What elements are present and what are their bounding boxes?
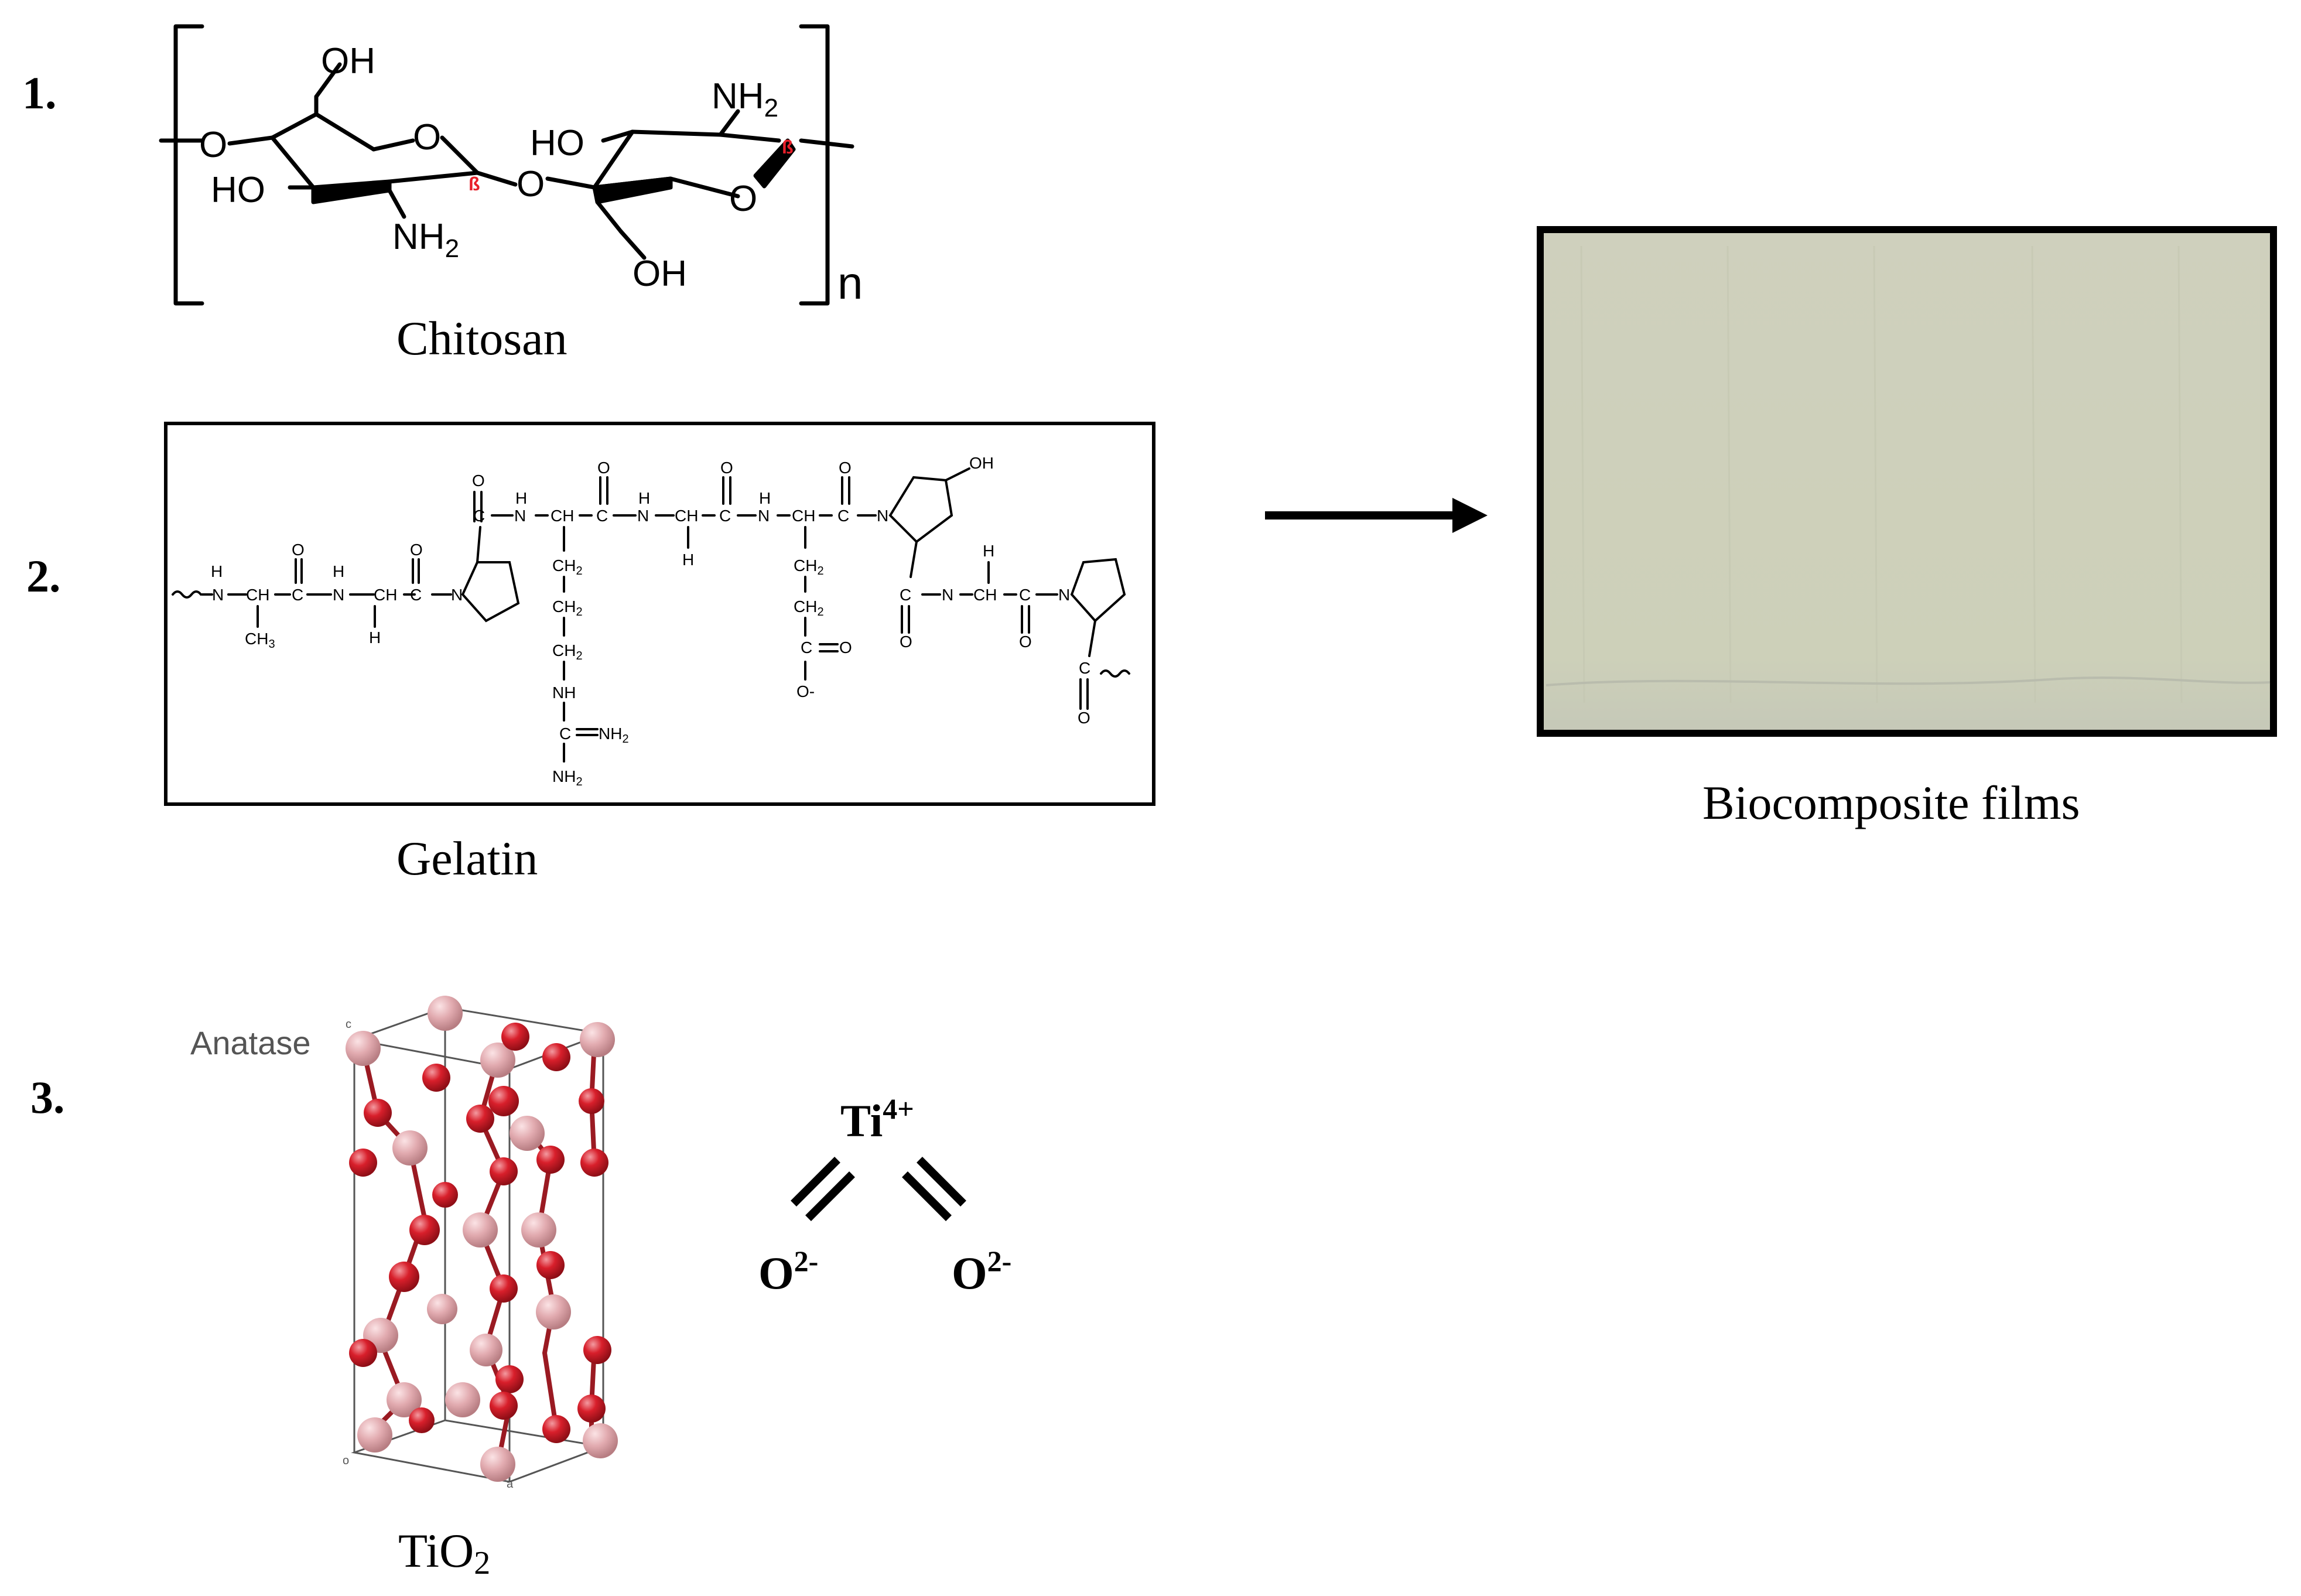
gelatin-label-c-acid: C [801, 638, 812, 657]
gelatin-label-ch2-2: CH2 [552, 597, 583, 618]
gelatin-label-h7: H [983, 542, 994, 560]
double-bond-right [902, 1157, 966, 1221]
gelatin-caption: Gelatin [396, 832, 538, 885]
gelatin-label-ch2-3: CH2 [552, 641, 583, 662]
film-caption: Biocomposite films [1702, 776, 2080, 829]
axis-c-label: c [346, 1018, 351, 1031]
gelatin-label-o8: O [1019, 633, 1032, 651]
gelatin-label-nh2-a: NH2 [599, 724, 629, 746]
chitosan-nh2-right: NH2 [712, 76, 778, 122]
chitosan-link-o-left: O [199, 125, 227, 165]
gelatin-label-o-acid: O [839, 638, 852, 657]
anatase-label: Anatase [190, 1024, 311, 1061]
gelatin-label-o6: O [839, 459, 852, 477]
gelatin-label-c1: C [292, 586, 303, 604]
gelatin-label-o2: O [410, 541, 423, 559]
step-number-2: 2. [26, 551, 61, 602]
gelatin-label-ch4: CH [551, 507, 574, 525]
o-ion-left-label: O2- [758, 1245, 818, 1298]
gelatin-label-o3: O [472, 471, 485, 490]
gelatin-label-n4: N [514, 507, 526, 525]
gelatin-label-c4: C [596, 507, 608, 525]
gelatin-label-ch2-4: CH2 [794, 556, 824, 577]
gelatin-label-ch2-5: CH2 [794, 597, 824, 618]
gelatin-label-ch5: CH [675, 507, 698, 525]
gelatin-label-ch2-1: CH2 [552, 556, 583, 577]
gelatin-label-h2b: H [369, 628, 381, 647]
chitosan-left-bracket [173, 24, 204, 306]
gelatin-label-o1: O [292, 541, 305, 559]
gelatin-label-o7: O [900, 633, 912, 651]
gelatin-label-n-hyp: N [877, 507, 888, 525]
chitosan-oh-bottom: OH [632, 254, 687, 294]
gelatin-label-c8: C [1019, 586, 1031, 604]
gelatin-label-o5: O [720, 459, 733, 477]
gelatin-label-n-pro1: N [451, 586, 463, 604]
step-number-1: 1. [22, 67, 57, 118]
gelatin-label-nh2-b: NH2 [552, 767, 583, 788]
anatase-crystal [346, 996, 618, 1483]
chitosan-ho-left: HO [211, 170, 265, 210]
gelatin-label-o-minus: O- [796, 682, 815, 700]
double-bond-left [791, 1157, 855, 1221]
gelatin-label-n1: N [212, 586, 224, 604]
gelatin-label-n-pro2: N [1058, 586, 1070, 604]
o-ion-right-label: O2- [952, 1245, 1011, 1298]
step-number-3: 3. [30, 1072, 65, 1123]
chitosan-structure [159, 24, 854, 306]
chitosan-repeat-n: n [837, 257, 863, 309]
chitosan-beta-right: ß [782, 136, 794, 158]
tio2-caption: TiO2 [398, 1524, 490, 1581]
gelatin-label-c7: C [900, 586, 911, 604]
gelatin-label-o9: O [1078, 709, 1090, 727]
gelatin-label-c-guan: C [559, 724, 571, 743]
chitosan-ho-right: HO [530, 123, 584, 163]
gelatin-label-c5: C [719, 507, 731, 525]
gelatin-label-oh: OH [969, 454, 994, 472]
gelatin-label-n6: N [758, 507, 770, 525]
gelatin-label-nh: NH [552, 683, 576, 702]
chitosan-nh2-left: NH2 [392, 217, 459, 263]
gelatin-label-n2: N [333, 586, 344, 604]
arrow-right-icon [1265, 498, 1488, 533]
gelatin-label-h2: H [333, 562, 344, 580]
gelatin-label-c3: C [473, 507, 485, 525]
gelatin-label-c6: C [837, 507, 849, 525]
gelatin-label-h5: H [638, 489, 650, 507]
chitosan-right-bracket [799, 24, 830, 306]
axis-a-label: a [507, 1478, 514, 1491]
chitosan-ring-o-right: O [729, 179, 757, 219]
chitosan-caption: Chitosan [396, 312, 567, 365]
gelatin-label-n5: N [637, 507, 649, 525]
film-photo [1537, 226, 2277, 737]
gelatin-label-ch6: CH [792, 507, 815, 525]
gelatin-structure [172, 467, 1130, 763]
gelatin-label-ch1: CH [246, 586, 269, 604]
gelatin-label-h1: H [211, 562, 223, 580]
ti-ion-label: Ti4+ [840, 1092, 914, 1146]
gelatin-label-n7: N [942, 586, 953, 604]
chitosan-link-o-mid: O [517, 164, 545, 204]
gelatin-label-c9: C [1079, 659, 1090, 677]
gelatin-label-h4: H [515, 489, 527, 507]
gelatin-frame [164, 422, 1155, 806]
chitosan-oh-top: OH [321, 41, 375, 81]
gelatin-label-c2: C [410, 586, 422, 604]
gelatin-label-h6: H [759, 489, 771, 507]
chitosan-ring-o-left: O [413, 117, 441, 158]
gelatin-label-ch2a: CH [374, 586, 397, 604]
gelatin-label-o4: O [597, 459, 610, 477]
gelatin-label-ch3: CH3 [245, 630, 275, 651]
axis-o-label: o [343, 1454, 349, 1467]
gelatin-label-h5b: H [682, 551, 694, 569]
chitosan-beta-left: ß [469, 173, 480, 194]
gelatin-label-ch7: CH [973, 586, 997, 604]
